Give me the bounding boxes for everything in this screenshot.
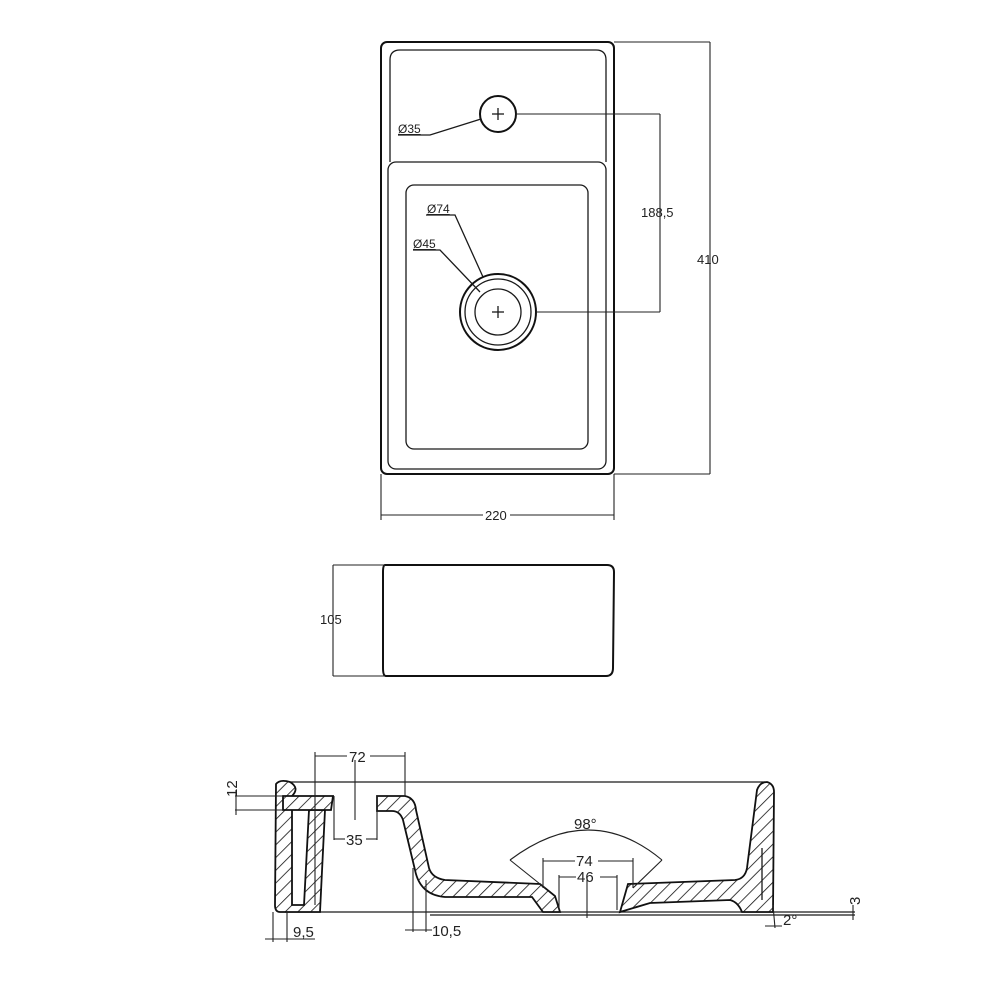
drain-angle-arc — [509, 829, 663, 861]
deck-zone-width-label: 72 — [349, 749, 366, 766]
waste-inner-leader — [413, 249, 481, 293]
waste-outer-diameter-label: Ø74 — [427, 202, 450, 216]
waste-outer-leader — [426, 214, 484, 278]
waste-inner-label: 46 — [577, 869, 594, 886]
height-label: 105 — [320, 612, 342, 627]
waste-inner-hole — [474, 288, 522, 336]
front-outline — [382, 564, 616, 677]
draft-angle-label: 2° — [783, 912, 797, 929]
deck-inner-edge — [389, 49, 607, 162]
bowl-outer-edge — [387, 161, 607, 470]
deck-left — [282, 795, 335, 811]
deck-thickness-label: 12 — [224, 780, 241, 797]
tap-offset-label: 188,5 — [641, 205, 674, 220]
waste-outer-ring-inner — [464, 278, 532, 346]
inner-offset-label: 10,5 — [432, 923, 461, 940]
base-offset-label: 3 — [847, 897, 864, 905]
bowl-inner-edge — [405, 184, 589, 450]
front-view: 105 — [320, 564, 616, 677]
length-label: 410 — [697, 252, 719, 267]
tap-hole-diameter-label: Ø35 — [398, 122, 421, 136]
cross-section: 12 72 35 9,5 10,5 98° 74 — [224, 749, 864, 942]
waste-inner-diameter-label: Ø45 — [413, 237, 436, 251]
tap-hole-leader — [398, 118, 482, 136]
width-label: 220 — [485, 508, 507, 523]
left-outer-wall — [274, 779, 326, 913]
waste-outer-label: 74 — [576, 853, 593, 870]
bowl-body — [376, 795, 562, 913]
basin-outline — [380, 41, 615, 475]
top-view: Ø35 Ø74 Ø45 188,5 410 220 — [380, 41, 719, 523]
wall-thickness-label: 9,5 — [293, 924, 314, 941]
tap-hole-width-label: 35 — [346, 832, 363, 849]
drain-angle-label: 98° — [574, 816, 597, 833]
bowl-bottom-right — [618, 781, 775, 914]
